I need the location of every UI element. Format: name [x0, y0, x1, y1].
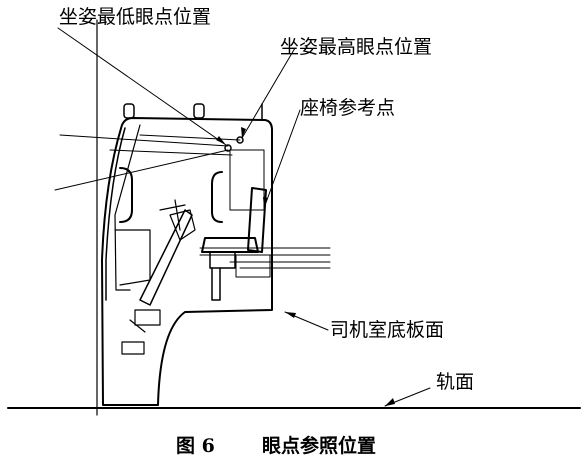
leader-max-eye: [241, 47, 296, 139]
cab-outline: [101, 117, 273, 406]
arrow-rail: [385, 398, 395, 406]
label-rail: 轨面: [436, 371, 475, 393]
sight-line-2: [54, 149, 229, 191]
control-handle: [159, 199, 186, 231]
control-stand: [139, 209, 193, 306]
label-seat-ref: 座椅参考点: [300, 97, 396, 119]
roof-lamp-right: [193, 103, 205, 119]
leader-seat-ref: [263, 109, 301, 209]
roof-lamp-left: [123, 103, 135, 119]
seat-column: [211, 267, 221, 301]
seat-base: [235, 254, 271, 278]
max-eye-point: [236, 136, 244, 144]
sight-line-1: [59, 134, 229, 147]
min-eye-point: [224, 144, 232, 152]
arrow-seat-ref: [263, 197, 268, 208]
figure-number: 图 6: [176, 435, 215, 457]
sight-line-3: [109, 149, 233, 156]
figure-caption: 眼点参照位置: [262, 435, 377, 457]
arrow-cab-floor: [285, 312, 296, 318]
label-cab-floor: 司机室底板面: [330, 319, 445, 341]
lower-front: [114, 229, 151, 286]
seat-pedestal: [209, 251, 236, 269]
arrow-min-eye: [216, 136, 226, 145]
door-window: [229, 149, 265, 211]
sight-line-4: [139, 134, 241, 141]
handrail-door: [211, 171, 223, 223]
console-base: [129, 309, 161, 333]
seat-cushion: [201, 237, 259, 253]
windscreen: [105, 127, 126, 301]
handrail-front: [119, 167, 133, 223]
control-column: [169, 209, 196, 241]
arrow-max-eye: [241, 127, 246, 138]
lower-window: [121, 341, 145, 355]
leader-min-eye: [57, 27, 227, 146]
label-max-eye: 坐姿最高眼点位置: [280, 36, 433, 58]
seat-back: [247, 187, 267, 253]
label-min-eye: 坐姿最低眼点位置: [59, 6, 212, 28]
